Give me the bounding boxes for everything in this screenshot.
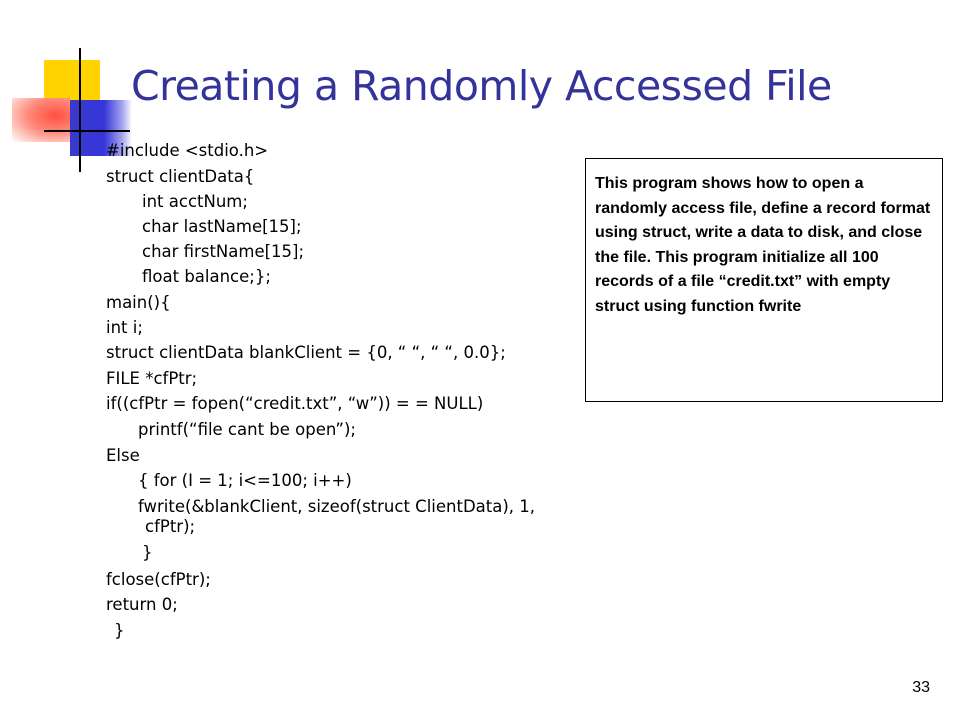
- code-line: }: [114, 621, 125, 640]
- code-line: fclose(cfPtr);: [106, 570, 211, 589]
- code-line: fwrite(&blankClient, sizeof(struct Clien…: [138, 497, 536, 516]
- page-number: 33: [912, 679, 930, 696]
- code-line: FILE *cfPtr;: [106, 369, 198, 388]
- code-line: printf(“file cant be open”);: [138, 420, 356, 439]
- code-line: char lastName[15];: [142, 217, 302, 236]
- code-line: cfPtr);: [145, 517, 196, 536]
- code-line: char firstName[15];: [142, 242, 305, 261]
- code-line: float balance;};: [142, 267, 271, 286]
- code-line: struct clientData blankClient = {0, “ “,…: [106, 343, 506, 362]
- decorative-horizontal-line: [44, 130, 130, 132]
- code-line: struct clientData{: [106, 167, 255, 186]
- decorative-red-square: [12, 98, 70, 142]
- slide-title: Creating a Randomly Accessed File: [131, 62, 832, 110]
- explanation-note-text: This program shows how to open a randoml…: [595, 175, 931, 315]
- code-line: int acctNum;: [142, 192, 248, 211]
- explanation-note-box: This program shows how to open a randoml…: [585, 158, 943, 402]
- decorative-vertical-line: [79, 48, 81, 172]
- code-line: { for (I = 1; i<=100; i++): [138, 471, 352, 490]
- code-line: Else: [106, 446, 140, 465]
- code-line: return 0;: [106, 595, 178, 614]
- code-line: main(){: [106, 293, 171, 312]
- code-line: }: [142, 543, 153, 562]
- code-line: int i;: [106, 318, 143, 337]
- code-line: #include <stdio.h>: [106, 141, 269, 160]
- code-line: if((cfPtr = fopen(“credit.txt”, “w”)) = …: [106, 394, 484, 413]
